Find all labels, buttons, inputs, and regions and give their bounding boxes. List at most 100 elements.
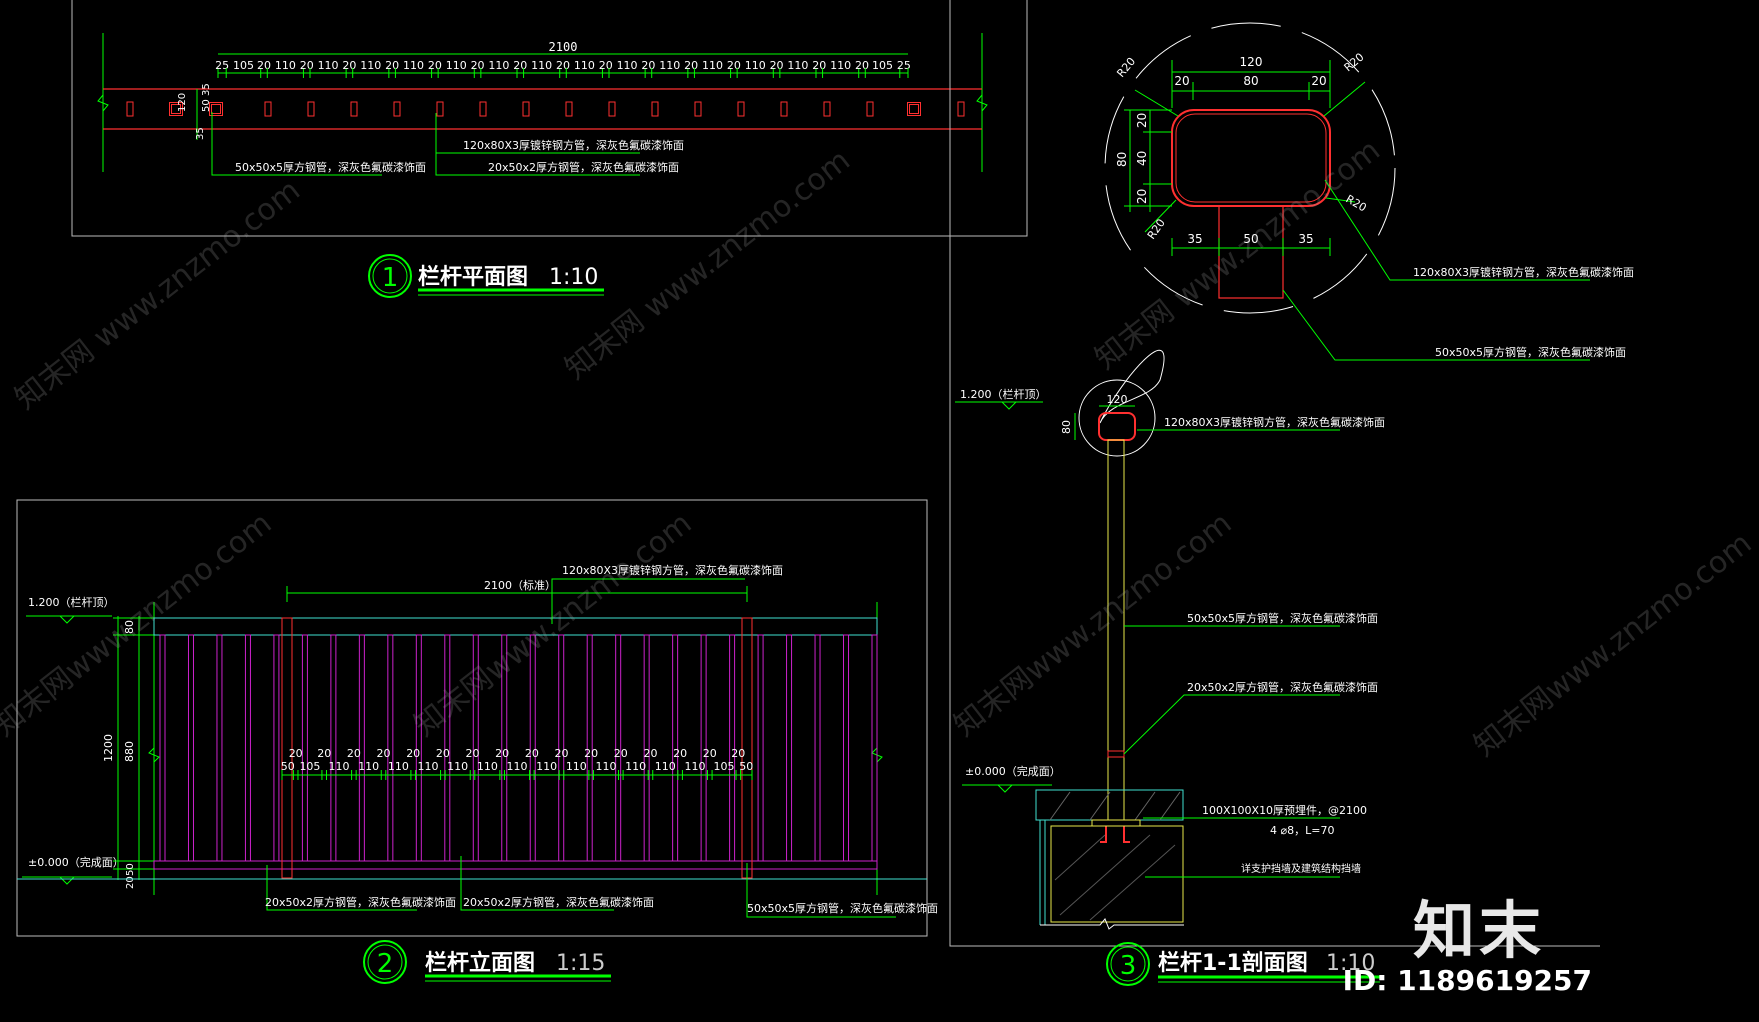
elevation-note-baluster-1: 20x50x2厚方钢管，深灰色氟碳漆饰面 — [265, 895, 456, 909]
section-title-number: 3 — [1120, 951, 1137, 981]
elevation-note-post: 50x50x5厚方钢管，深灰色氟碳漆饰面 — [747, 901, 938, 915]
plan-baluster — [350, 101, 358, 117]
elevation-vdim-880: 880 — [123, 741, 136, 762]
plan-dim-text: 25 — [215, 59, 229, 72]
elevation-dim-text: 20 — [377, 747, 391, 760]
plan-frame — [71, 0, 1028, 237]
section-detail-dim-20a: 20 — [1174, 74, 1189, 88]
elevation-dim-text: 50 — [281, 760, 295, 773]
elevation-dim-text: 20 — [525, 747, 539, 760]
plan-balusters — [126, 101, 965, 117]
elevation-vdim-20: 20 — [125, 876, 136, 889]
plan-dim-text: 20 — [684, 59, 698, 72]
plan-note-post: 50x50x5厚方钢管，深灰色氟碳漆饰面 — [235, 160, 426, 174]
plan-baluster — [866, 101, 874, 117]
elevation-dim-text: 110 — [566, 760, 587, 773]
section-note-post: 50x50x5厚方钢管，深灰色氟碳漆饰面 — [1187, 611, 1378, 625]
plan-side-dim-35a: 35 — [201, 83, 212, 96]
plan-title-number: 1 — [382, 263, 399, 293]
section-embed-note-1: 100X100X10厚预埋件，@2100 — [1202, 804, 1367, 817]
elevation-title-number: 2 — [377, 949, 394, 979]
plan-baluster — [565, 101, 573, 117]
plan-baluster — [957, 101, 965, 117]
elevation-baluster — [358, 634, 365, 862]
elevation-note-baluster-2: 20x50x2厚方钢管，深灰色氟碳漆饰面 — [463, 895, 654, 909]
plan-dim-text: 20 — [385, 59, 399, 72]
section-wall-note: 详支护挡墙及建筑结构挡墙 — [1241, 862, 1361, 875]
elevation-dim-text: 110 — [477, 760, 498, 773]
plan-baluster — [608, 101, 616, 117]
elevation-baluster — [615, 634, 622, 862]
plan-dim-text: 20 — [342, 59, 356, 72]
elevation-baluster — [529, 634, 536, 862]
section-detail-note-cap: 120x80X3厚镀锌钢方管，深灰色氟碳漆饰面 — [1413, 265, 1634, 279]
elevation-baluster — [786, 634, 793, 862]
plan-title-circle — [368, 254, 412, 298]
plan-side-dim-120: 120 — [177, 93, 188, 112]
plan-dim-text: 110 — [275, 59, 296, 72]
plan-dim-text: 110 — [659, 59, 680, 72]
plan-dim-text: 105 — [233, 59, 254, 72]
plan-dim-text: 25 — [897, 59, 911, 72]
section-retaining-wall — [1050, 825, 1184, 923]
plan-dim-text: 110 — [830, 59, 851, 72]
elevation-baluster — [301, 634, 308, 862]
section-embed-note-2: 4 ⌀8，L=70 — [1270, 824, 1334, 837]
elevation-level-base: ±0.000（完成面） — [28, 855, 124, 869]
plan-dim-text: 110 — [617, 59, 638, 72]
elevation-baluster — [700, 634, 707, 862]
elevation-dim-text: 110 — [536, 760, 557, 773]
plan-dim-text: 110 — [702, 59, 723, 72]
section-level-base: ±0.000（完成面） — [965, 764, 1061, 778]
section-anchor-bars — [1100, 826, 1130, 843]
plan-dim-text: 110 — [531, 59, 552, 72]
plan-dim-text: 20 — [513, 59, 527, 72]
elevation-baluster — [273, 634, 280, 862]
section-title-circle — [1106, 942, 1150, 986]
elevation-dim-text: 110 — [507, 760, 528, 773]
elevation-baluster — [843, 634, 850, 862]
section-detail-dim-120: 120 — [1240, 55, 1263, 69]
elevation-dim-text: 110 — [447, 760, 468, 773]
elevation-vdim-50: 50 — [125, 863, 136, 876]
elevation-baluster — [415, 634, 422, 862]
plan-baluster — [737, 101, 745, 117]
section-view: 120 20 80 20 R20 R20 R20 R20 20 40 20 80… — [949, 0, 1634, 986]
elevation-balusters — [159, 634, 878, 862]
plan-baluster — [264, 101, 272, 117]
plan-post — [169, 102, 183, 116]
plan-note-cap: 120x80X3厚镀锌钢方管，深灰色氟碳漆饰面 — [463, 138, 684, 152]
elevation-dim-text: 105 — [714, 760, 735, 773]
elevation-dim-text: 20 — [703, 747, 717, 760]
elevation-dim-text: 20 — [584, 747, 598, 760]
elevation-baluster — [558, 634, 565, 862]
plan-dim-text: 20 — [812, 59, 826, 72]
plan-baluster — [307, 101, 315, 117]
elevation-post-left — [281, 617, 293, 879]
section-note-baluster: 20x50x2厚方钢管，深灰色氟碳漆饰面 — [1187, 680, 1378, 694]
elevation-dim-text: 110 — [418, 760, 439, 773]
elevation-handrail-cap — [153, 617, 878, 636]
elevation-baluster — [387, 634, 394, 862]
plan-post-inner — [909, 104, 919, 114]
elevation-dim-text: 50 — [739, 760, 753, 773]
plan-dim-text: 20 — [727, 59, 741, 72]
elevation-baluster — [501, 634, 508, 862]
section-cap-dim-80: 80 — [1060, 420, 1073, 434]
plan-post-inner — [171, 104, 181, 114]
elevation-dim-text: 110 — [684, 760, 705, 773]
section-detail-dim-40: 40 — [1135, 151, 1149, 166]
elevation-dim-text: 20 — [436, 747, 450, 760]
elevation-baluster — [729, 634, 736, 862]
plan-post — [209, 102, 223, 116]
elevation-dim-text: 20 — [554, 747, 568, 760]
plan-dim-text: 110 — [488, 59, 509, 72]
elevation-dim-text: 110 — [388, 760, 409, 773]
section-detail-dim-50: 50 — [1243, 232, 1258, 246]
plan-dim-text: 110 — [446, 59, 467, 72]
plan-title: 栏杆平面图 — [418, 264, 528, 290]
elevation-baluster — [159, 634, 166, 862]
section-detail-dim-20d: 20 — [1135, 189, 1149, 204]
plan-total-dim: 2100 — [549, 40, 578, 54]
